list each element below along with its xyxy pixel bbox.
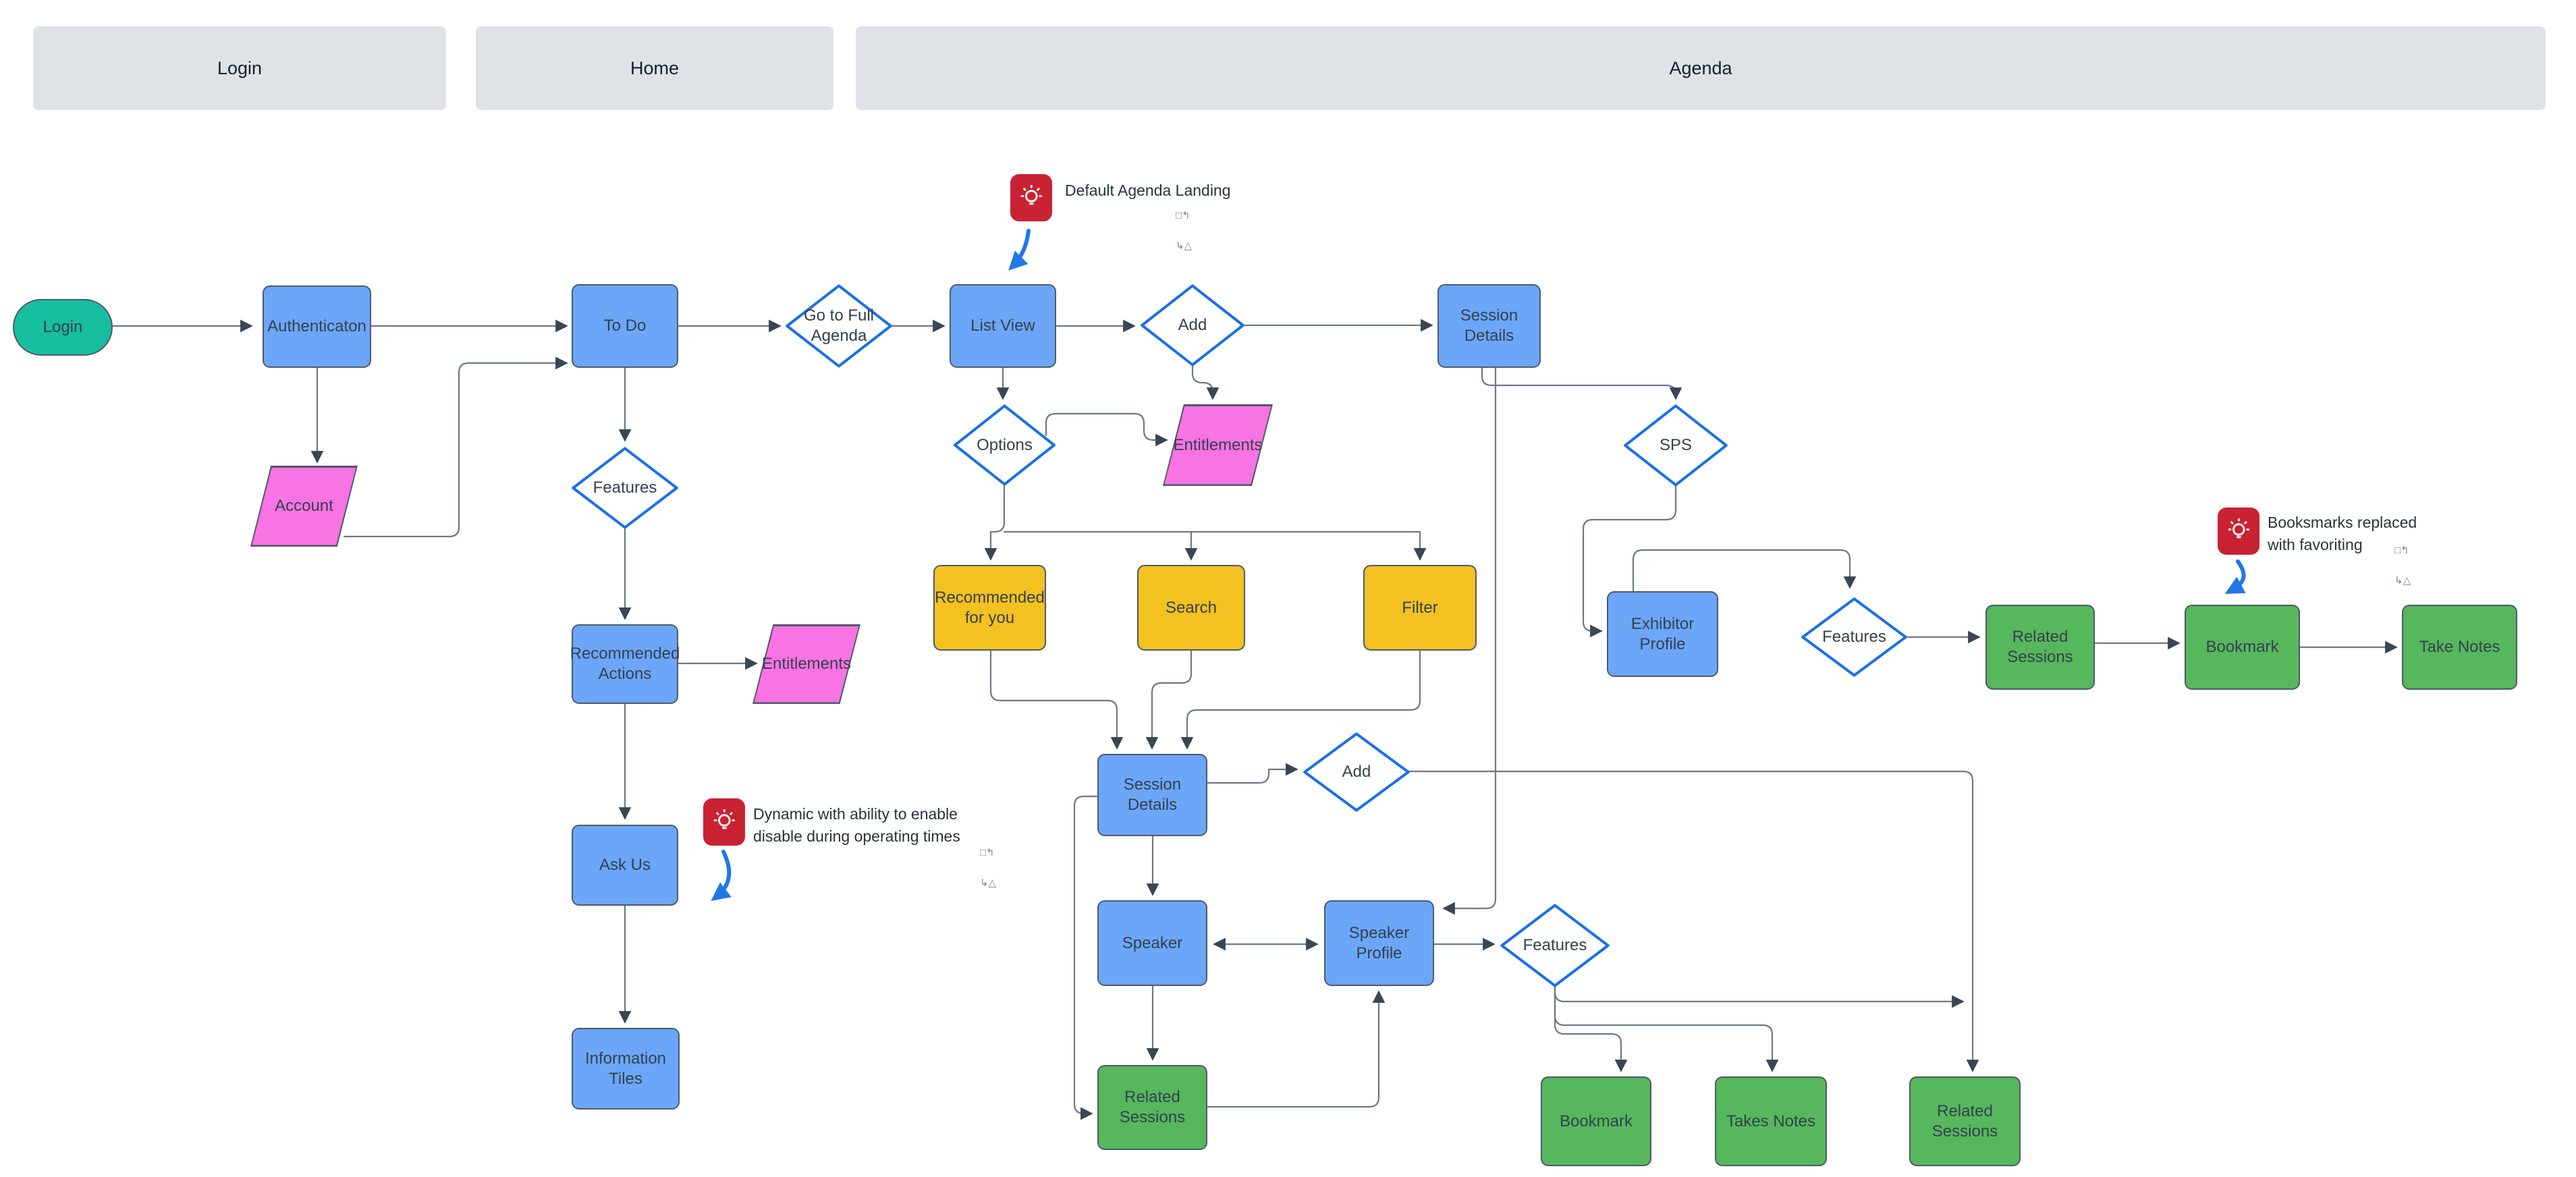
parallelogram-fill <box>754 626 859 703</box>
node-related-sessions-bottom[interactable]: Related Sessions <box>1909 1076 2021 1166</box>
note-bookmarks: Booksmarks replaced with favoriting <box>2268 514 2417 553</box>
swimlane-header-home[interactable]: Home <box>476 26 833 110</box>
edges <box>111 319 2398 1120</box>
diamond-label: Features <box>593 478 657 497</box>
note-dynamic: Dynamic with ability to enable disable d… <box>753 805 960 845</box>
swimlane-label: Login <box>217 57 263 78</box>
node-takes-notes-bottom[interactable]: Takes Notes <box>1715 1076 1827 1166</box>
diamond-label: Go to Full Agenda <box>803 306 875 345</box>
swimlane-header-agenda[interactable]: Agenda <box>856 26 2546 110</box>
node-bookmark-exhibitor[interactable]: Bookmark <box>2185 605 2300 690</box>
parallelogram-label: Account <box>275 497 333 515</box>
node-speaker-profile[interactable]: Speaker Profile <box>1324 900 1434 986</box>
parallelogram-fill <box>1164 406 1271 485</box>
shape-replace-icon[interactable]: □↰ ↳△ <box>980 847 997 889</box>
diamond-label: Options <box>977 435 1033 454</box>
node-session-details-mid[interactable]: Session Details <box>1097 754 1207 836</box>
shape-replace-icon[interactable]: □↰ ↳△ <box>2394 545 2411 586</box>
node-filter[interactable]: Filter <box>1363 565 1477 651</box>
node-recommended-actions[interactable]: Recommended Actions <box>570 624 680 704</box>
swimlane-label: Home <box>630 57 680 78</box>
lightbulb-icon[interactable] <box>703 798 745 846</box>
node-to-do[interactable]: To Do <box>572 284 678 368</box>
node-features-todo[interactable]: Features <box>571 447 679 529</box>
node-login-start[interactable]: Login <box>13 299 113 356</box>
sketch-arrow-dynamic <box>711 850 732 902</box>
node-account[interactable]: Account <box>250 466 358 547</box>
node-sps[interactable]: SPS <box>1623 404 1728 487</box>
sketch-arrow-bookmarks <box>2224 559 2246 594</box>
node-related-sessions-speaker[interactable]: Related Sessions <box>1097 1065 1207 1150</box>
node-features-speaker[interactable]: Features <box>1500 904 1610 987</box>
node-recommended-for-you[interactable]: Recommended for you <box>933 565 1046 651</box>
node-options[interactable]: Options <box>953 404 1056 486</box>
diamond-label: Add <box>1342 763 1371 781</box>
node-add-list[interactable]: Add <box>1140 284 1245 366</box>
parallelogram-fill <box>252 467 356 545</box>
node-entitlements-list[interactable]: Entitlements <box>1163 404 1273 486</box>
node-session-details-top[interactable]: Session Details <box>1437 284 1541 368</box>
parallelogram-label: Entitlements <box>1173 435 1263 454</box>
node-authentication[interactable]: Authenticaton <box>263 285 371 368</box>
node-exhibitor-profile[interactable]: Exhibitor Profile <box>1607 591 1718 677</box>
sketch-arrow-agenda-landing <box>1008 229 1031 271</box>
node-search[interactable]: Search <box>1137 565 1245 651</box>
node-go-to-full-agenda[interactable]: Go to Full Agenda <box>785 284 893 368</box>
node-add-session[interactable]: Add <box>1303 732 1410 812</box>
diamond-label: SPS <box>1659 436 1693 454</box>
node-related-sessions-exhibitor[interactable]: Related Sessions <box>1985 605 2095 690</box>
node-entitlements-actions[interactable]: Entitlements <box>752 624 860 704</box>
parallelogram-label: Entitlements <box>761 655 852 673</box>
node-list-view[interactable]: List View <box>950 284 1056 368</box>
lightbulb-icon[interactable] <box>1010 174 1052 221</box>
note-agenda-landing: Default Agenda Landing <box>1065 182 1231 199</box>
node-speaker[interactable]: Speaker <box>1097 900 1207 986</box>
node-information-tiles[interactable]: Information Tiles <box>572 1028 680 1110</box>
shape-replace-icon[interactable]: □↰ ↳△ <box>1176 210 1193 252</box>
diamond-label: Add <box>1178 316 1207 334</box>
lightbulb-icon[interactable] <box>2218 508 2259 555</box>
diamond-label: Features <box>1822 628 1886 646</box>
swimlane-header-login[interactable]: Login <box>33 26 446 110</box>
node-bookmark-bottom[interactable]: Bookmark <box>1541 1076 1651 1166</box>
diamond-label: Features <box>1523 936 1587 954</box>
node-ask-us[interactable]: Ask Us <box>572 825 678 906</box>
node-take-notes-exhibitor[interactable]: Take Notes <box>2402 605 2517 690</box>
node-features-exhibitor[interactable]: Features <box>1801 597 1908 677</box>
swimlane-label: Agenda <box>1669 57 1732 78</box>
